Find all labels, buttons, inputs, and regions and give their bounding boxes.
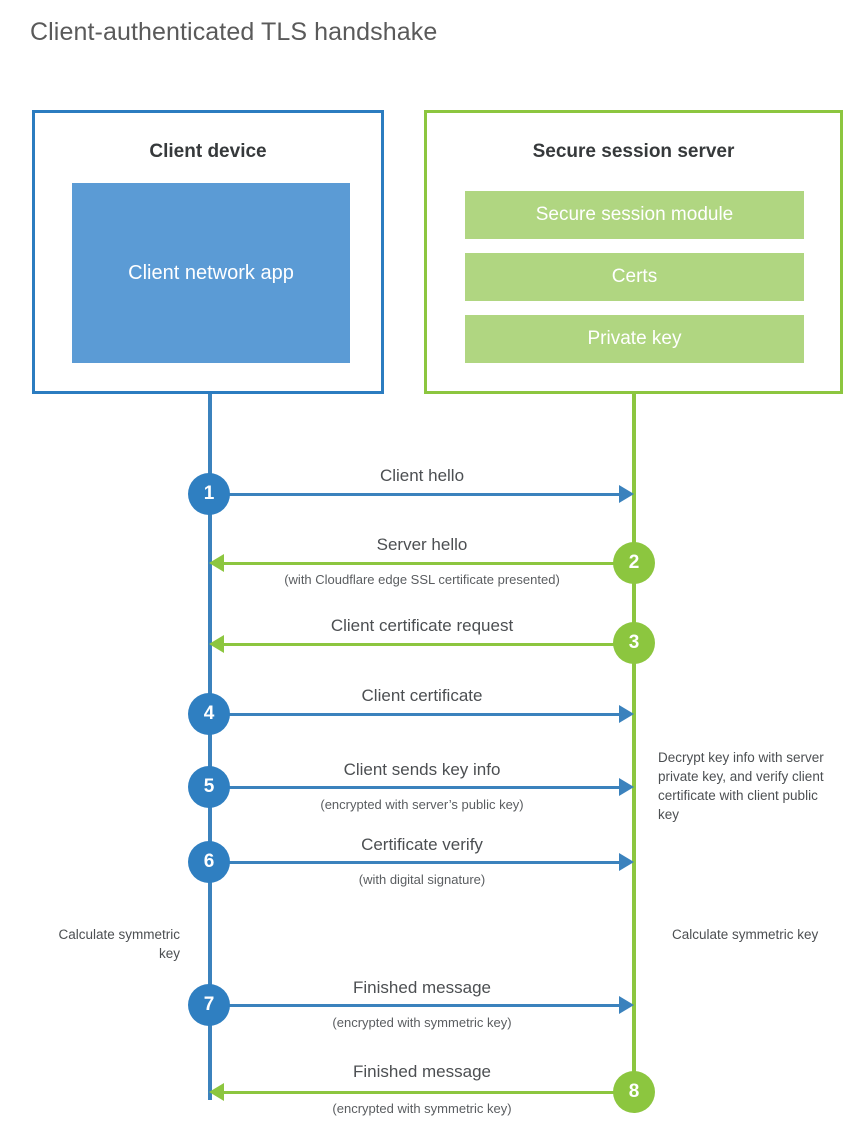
server-component-secure-session-module: Secure session module [465,191,804,239]
server-calculate-symmetric-key-note: Calculate symmetric key [672,927,819,942]
step-6-arrowhead-icon [619,853,634,871]
step-8-marker[interactable]: 8 [613,1071,655,1113]
step-4-arrow-line [210,713,619,716]
step-2-arrow-line [224,562,634,565]
step-2-number: 2 [628,552,640,573]
page-title: Client-authenticated TLS handshake [30,18,438,46]
step-6-sublabel: (with digital signature) [358,872,486,887]
server-component-label: Secure session module [535,204,734,225]
step-2-label: Server hello [376,535,468,554]
step-4-number: 4 [203,703,215,724]
client-lifeline [208,394,212,1100]
server-component-label: Certs [611,266,658,287]
step-3-label: Client certificate request [330,616,514,635]
secure-session-server-box: Secure session server Secure session mod… [424,110,843,394]
step-8-number: 8 [628,1081,640,1102]
step-3-number: 3 [628,632,640,653]
server-lifeline [632,394,636,1093]
step-6-arrow-line [210,861,619,864]
client-network-app-label: Client network app [128,261,294,284]
step-8-arrowhead-icon [209,1083,224,1101]
client-device-title: Client device [149,141,267,162]
step-7-arrow-line [210,1004,619,1007]
step-2-marker[interactable]: 2 [613,542,655,584]
step-1-arrowhead-icon [619,485,634,503]
step-7-sublabel: (encrypted with symmetric key) [332,1015,512,1030]
secure-session-server-title: Secure session server [532,141,735,162]
step-3-arrowhead-icon [209,635,224,653]
step-3-marker[interactable]: 3 [613,622,655,664]
step-5-marker[interactable]: 5 [188,766,230,808]
step-6-number: 6 [203,851,215,872]
step-6-label: Certificate verify [361,835,483,854]
server-components-list: Secure session module Certs Private key [465,191,804,363]
step-3-arrow-line [224,643,634,646]
step-4-marker[interactable]: 4 [188,693,230,735]
client-network-app-block: Client network app [72,183,350,363]
step-6-marker[interactable]: 6 [188,841,230,883]
step-1-arrow-line [210,493,619,496]
step-7-number: 7 [203,994,215,1015]
step-5-arrowhead-icon [619,778,634,796]
client-calculate-symmetric-key-note: Calculate symmetric key [58,927,180,962]
step-4-arrowhead-icon [619,705,634,723]
server-component-private-key: Private key [465,315,804,363]
step-5-arrow-line [210,786,619,789]
server-decrypt-note: Decrypt key info with server private key… [658,750,824,823]
step-2-arrowhead-icon [209,554,224,572]
step-4-label: Client certificate [361,686,483,705]
server-component-label: Private key [587,328,682,349]
step-8-arrow-line [224,1091,634,1094]
step-7-arrowhead-icon [619,996,634,1014]
step-1-marker[interactable]: 1 [188,473,230,515]
step-7-label: Finished message [353,978,491,997]
client-device-box: Client device Client network app [32,110,384,394]
step-8-sublabel: (encrypted with symmetric key) [332,1101,512,1116]
step-8-label: Finished message [353,1062,491,1081]
step-5-sublabel: (encrypted with server’s public key) [320,797,524,812]
server-component-certs: Certs [465,253,804,301]
step-5-label: Client sends key info [343,760,501,779]
step-1-number: 1 [203,483,215,504]
step-5-number: 5 [203,776,215,797]
step-2-sublabel: (with Cloudflare edge SSL certificate pr… [284,572,560,587]
step-7-marker[interactable]: 7 [188,984,230,1026]
step-1-label: Client hello [379,466,465,485]
